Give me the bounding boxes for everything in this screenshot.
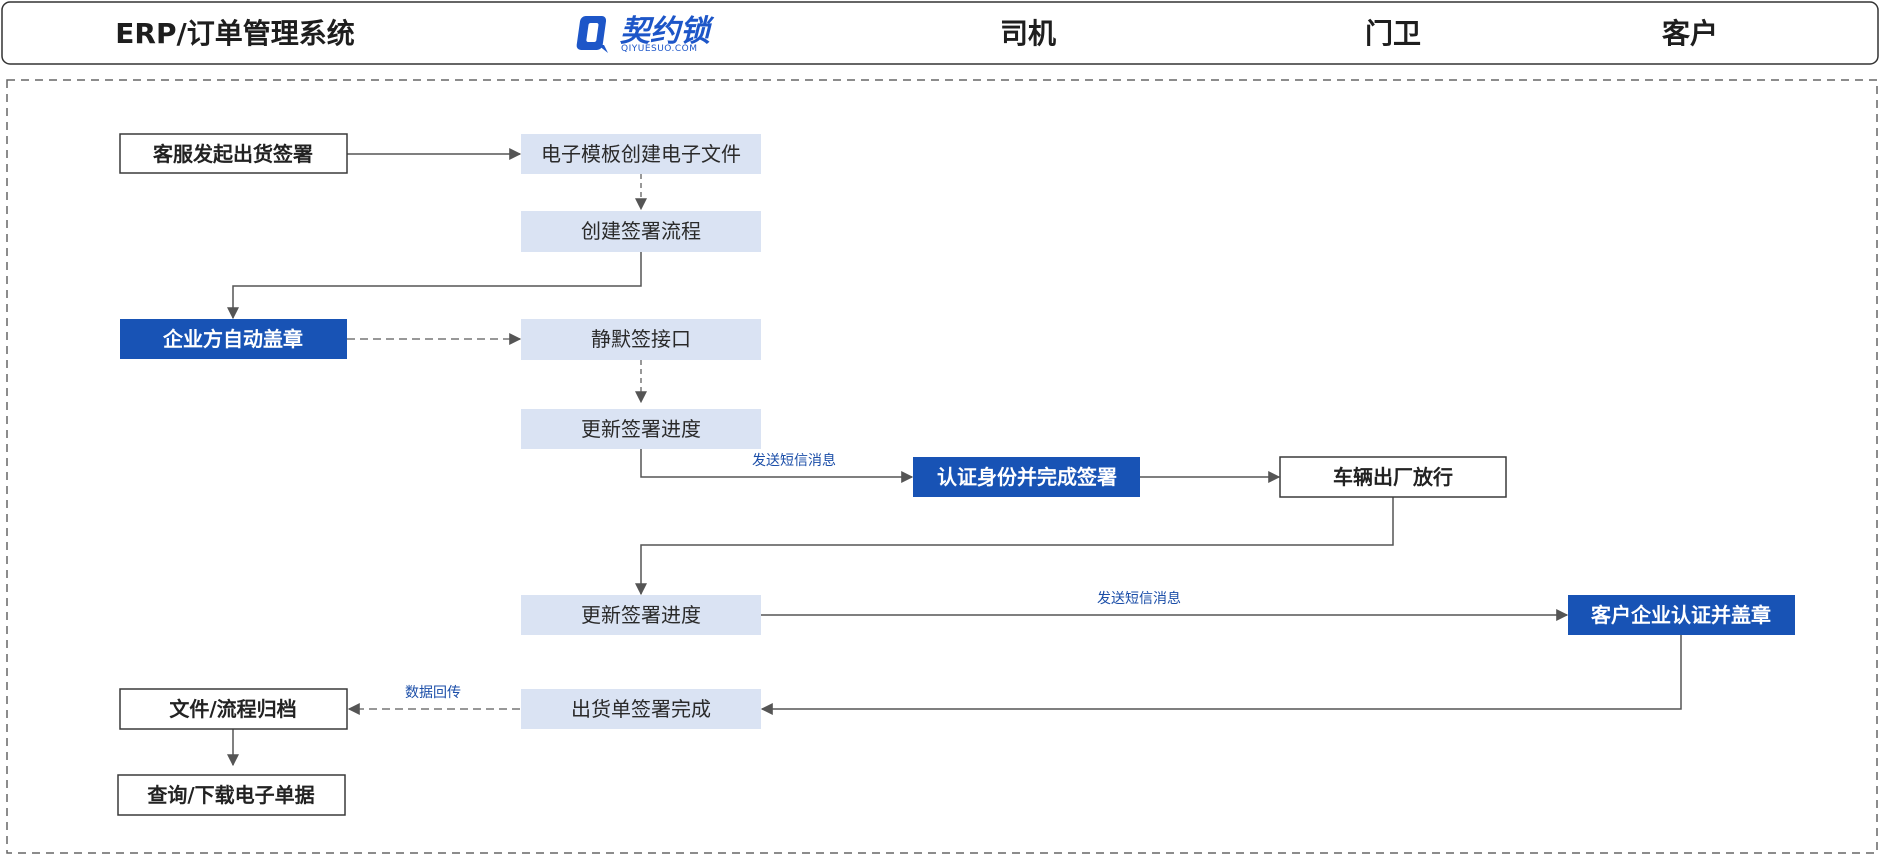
node-n6: 更新签署进度 bbox=[521, 409, 761, 449]
node-n3-label: 创建签署流程 bbox=[581, 219, 701, 243]
annotation-data-return: 数据回传 bbox=[405, 685, 461, 701]
header-bar bbox=[1, 1, 1879, 65]
node-n1: 客服发起出货签署 bbox=[119, 133, 348, 174]
node-n9: 更新签署进度 bbox=[521, 595, 761, 635]
node-n5-label: 静默签接口 bbox=[591, 327, 691, 351]
node-n1-label: 客服发起出货签署 bbox=[152, 142, 313, 166]
lane-header-customer: 客户 bbox=[1662, 17, 1718, 50]
edge-n8-n9 bbox=[635, 497, 1394, 596]
node-n12-label: 文件/流程归档 bbox=[169, 697, 296, 721]
node-n7-label: 认证身份并完成签署 bbox=[937, 465, 1117, 489]
node-n8: 车辆出厂放行 bbox=[1279, 456, 1507, 498]
lane-header-driver: 司机 bbox=[1000, 17, 1056, 50]
node-n9-label: 更新签署进度 bbox=[581, 603, 701, 627]
qiyuesuo-logo: 契约锁 QIYUESUO.COM bbox=[576, 14, 715, 54]
node-n4: 企业方自动盖章 bbox=[120, 319, 347, 359]
node-n13-label: 查询/下载电子单据 bbox=[147, 783, 314, 807]
node-n10: 客户企业认证并盖章 bbox=[1568, 595, 1795, 635]
node-n3: 创建签署流程 bbox=[521, 211, 761, 252]
node-n11-label: 出货单签署完成 bbox=[571, 697, 711, 721]
node-n2-label: 电子模板创建电子文件 bbox=[541, 142, 741, 166]
edge-n3-n4 bbox=[227, 252, 642, 320]
node-n5: 静默签接口 bbox=[521, 319, 761, 360]
node-n13: 查询/下载电子单据 bbox=[117, 774, 346, 816]
annotation-sms-driver: 发送短信消息 bbox=[752, 452, 836, 469]
lane-header-erp: ERP/订单管理系统 bbox=[115, 17, 354, 50]
logo-mark-icon bbox=[576, 16, 608, 53]
connectors bbox=[227, 148, 1682, 767]
node-n12: 文件/流程归档 bbox=[119, 688, 348, 730]
edge-n6-n7 bbox=[640, 449, 914, 483]
lane-header-guard: 门卫 bbox=[1365, 17, 1421, 50]
annotation-sms-customer: 发送短信消息 bbox=[1097, 590, 1181, 607]
logo-subtitle: QIYUESUO.COM bbox=[621, 44, 698, 54]
node-n10-label: 客户企业认证并盖章 bbox=[1590, 603, 1771, 627]
logo-name: 契约锁 bbox=[620, 14, 715, 49]
node-n2: 电子模板创建电子文件 bbox=[521, 134, 761, 174]
node-n4-label: 企业方自动盖章 bbox=[162, 327, 303, 351]
node-n6-label: 更新签署进度 bbox=[581, 417, 701, 441]
node-n11: 出货单签署完成 bbox=[521, 689, 761, 729]
diagram-frame bbox=[6, 79, 1878, 854]
edge-n10-n11 bbox=[760, 635, 1682, 715]
node-n8-label: 车辆出厂放行 bbox=[1333, 465, 1453, 489]
node-n7: 认证身份并完成签署 bbox=[913, 457, 1140, 497]
